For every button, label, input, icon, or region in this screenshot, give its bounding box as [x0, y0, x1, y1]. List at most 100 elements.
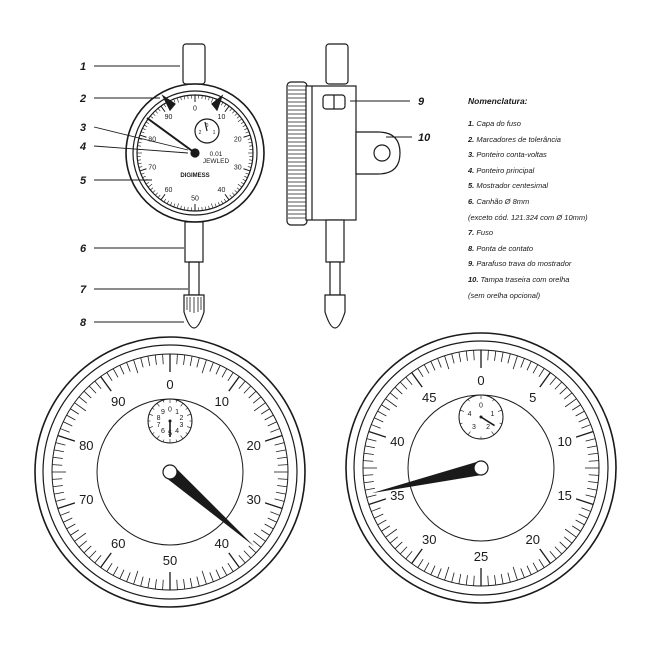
dial-tick: [363, 460, 374, 462]
dial-tick: [423, 562, 430, 572]
dial-tick: [196, 576, 200, 587]
dial-tick: [465, 350, 468, 361]
small-dial-tick: [232, 192, 235, 196]
dial-tick: [381, 404, 391, 411]
legend-item: 9. Parafuso trava do mostrador: [468, 256, 648, 272]
dial-tick: [88, 550, 97, 559]
small-dial-tick: [240, 181, 245, 185]
small-dial-tick: [242, 178, 246, 182]
dial-tick: [578, 513, 588, 519]
counter-label: 2: [486, 424, 490, 431]
counter-tick: [459, 409, 464, 412]
dial-tick: [52, 456, 63, 459]
dial-tick: [112, 368, 119, 378]
small-dial-tick: [237, 118, 243, 123]
dial-tick: [54, 491, 64, 495]
dial-tick: [162, 579, 164, 590]
dial-label: 30: [422, 532, 436, 547]
callout-numbers-front: 1 2 3 4 5 6 7 8: [79, 61, 87, 329]
small-dial-tick: [244, 175, 248, 178]
legend-item-text: Tampa traseira com orelha: [480, 274, 570, 284]
small-dial-tick: [220, 102, 224, 106]
dial-tick: [417, 368, 424, 378]
tolerance-marker-right: [211, 94, 224, 112]
counter-tick: [156, 435, 160, 439]
dial-tick: [248, 390, 257, 399]
dial-tick: [500, 574, 504, 584]
counter-tick: [148, 413, 153, 416]
dial-tick: [430, 361, 436, 371]
small-dial-tick: [232, 110, 235, 114]
counter-tick: [467, 431, 471, 435]
dial-tick: [189, 578, 193, 588]
small-dial-tick: [211, 203, 214, 209]
dial-tick: [196, 357, 200, 368]
dial-tick: [119, 365, 125, 375]
small-dial-tick: [160, 193, 166, 201]
dial-tick: [147, 578, 151, 588]
dial-tick: [228, 376, 240, 392]
dial-tick: [538, 368, 545, 378]
legend-item-number: 4.: [468, 165, 477, 175]
counter-label: 0: [168, 407, 172, 414]
small-dial-tick: [173, 203, 176, 208]
bezel-inner: [132, 90, 258, 216]
small-dial-tick: [240, 121, 245, 125]
counter-label: 1: [175, 409, 179, 416]
side-bezel: [286, 81, 308, 226]
small-dial-tick: [138, 166, 143, 168]
legend-title: Nomenclatura:: [468, 96, 528, 106]
dial-tick: [417, 558, 424, 568]
dial-bezel-inner: [353, 340, 609, 596]
dial-tick: [587, 487, 597, 491]
dial-tick: [507, 353, 511, 364]
dial-tick: [405, 550, 413, 560]
main-pointer: [165, 466, 255, 547]
dial-tick: [154, 579, 157, 590]
dial-tick: [264, 434, 283, 442]
dial-tick: [520, 568, 525, 578]
callout-4: 4: [79, 141, 86, 153]
callout-leaders-front: [93, 65, 189, 323]
legend-item-number: 1.: [468, 119, 477, 128]
callout-10: 10: [418, 132, 431, 144]
small-dial-tick: [152, 190, 156, 193]
counter-tick: [180, 403, 184, 407]
dial-tick: [253, 402, 266, 412]
counter-label: 4: [468, 411, 472, 418]
small-dial-label: 50: [191, 196, 199, 203]
dial-tick: [70, 529, 80, 536]
callout-leaders-side: [350, 100, 412, 138]
dial-tick: [588, 460, 599, 462]
legend-item: 6. Canhão Ø 8mm: [468, 194, 648, 210]
counter-tick: [492, 399, 495, 402]
counter-hub: [479, 415, 483, 419]
dial-tick: [78, 396, 88, 404]
dial-tick: [374, 513, 384, 519]
small-revolution-counter: [194, 118, 220, 144]
dial-tick: [70, 408, 80, 415]
small-dial-tick: [142, 175, 146, 178]
dial-tick: [581, 424, 591, 429]
dial-tick: [581, 507, 591, 512]
dial-tick: [374, 417, 384, 423]
small-dial-tick: [248, 141, 253, 144]
dial-tick: [238, 554, 246, 564]
dial-tick: [385, 528, 398, 538]
small-dial-tick: [244, 128, 248, 131]
counter-tick: [162, 399, 165, 403]
small-dial-tick: [139, 134, 147, 138]
dial-tick: [106, 372, 113, 382]
dial-tick: [201, 570, 207, 585]
counter-tick: [491, 431, 495, 435]
legend-item-number: 9.: [468, 259, 477, 269]
legend-item-text: Parafuso trava do mostrador: [476, 259, 572, 269]
dial-tick: [451, 572, 455, 583]
dial-tick: [526, 361, 532, 371]
legend-item: 3. Ponteiro conta-voltas: [468, 147, 648, 163]
legend-item: 5. Mostrador centesimal: [468, 178, 648, 194]
dial-tick: [512, 566, 518, 581]
dial-tick: [228, 552, 240, 568]
